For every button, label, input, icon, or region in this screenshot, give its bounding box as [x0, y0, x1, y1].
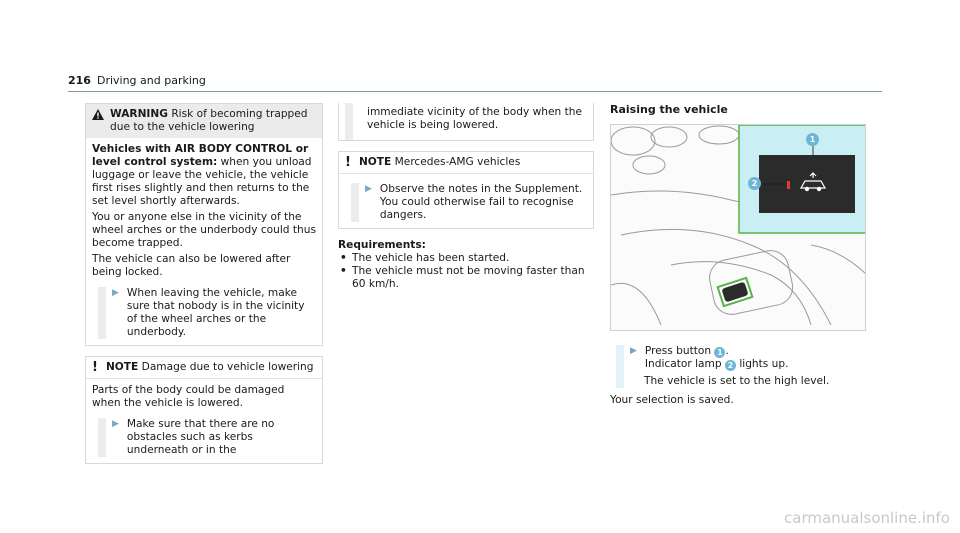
warning-header: WARNING Risk of becoming trapped due to …: [86, 104, 322, 138]
chapter-title: Driving and parking: [96, 74, 206, 87]
warning-step-text: When leaving the vehicle, make sure that…: [126, 287, 305, 338]
page-number: 216: [68, 74, 91, 87]
inline-callout-1: 1: [714, 347, 726, 358]
console-drawing: [611, 125, 865, 326]
requirement-item: • The vehicle must not be moving faster …: [340, 265, 594, 291]
bullet-icon: •: [340, 252, 347, 264]
warning-para-3: The vehicle can also be lowered after be…: [92, 253, 291, 278]
callout-1: 1: [806, 133, 819, 146]
note-exclamation-icon: !: [92, 360, 98, 375]
warning-heading: Risk of becoming trapped due to the vehi…: [110, 108, 308, 133]
note-header-amg: ! NOTE Mercedes-AMG vehicles: [339, 152, 593, 174]
note-step: ▶ Observe the notes in the Supplement. Y…: [351, 183, 587, 222]
column-right: Raising the vehicle: [610, 103, 866, 407]
arrow-icon: ▶: [630, 346, 637, 356]
requirements-title: Requirements:: [338, 239, 426, 251]
note-label: NOTE: [105, 361, 139, 373]
note-body: Parts of the body could be damaged when …: [92, 384, 285, 409]
inline-callout-2: 2: [724, 360, 736, 371]
raising-step: ▶ Press button 1. Indicator lamp 2 light…: [616, 345, 866, 371]
note-label: NOTE: [358, 156, 392, 168]
note-step: ▶ Make sure that there are no obstacles …: [98, 418, 316, 457]
arrow-icon: ▶: [365, 184, 372, 194]
note-step-text: Make sure that there are no obstacles su…: [126, 418, 275, 456]
note-box-amg: ! NOTE Mercedes-AMG vehicles ▶ Observe t…: [338, 151, 594, 229]
vehicle-level-icon: [799, 172, 827, 192]
requirement-text: The vehicle has been started.: [352, 252, 510, 264]
note-header-damage: ! NOTE Damage due to vehicle lowering: [86, 357, 322, 379]
raising-result: The vehicle is set to the high level.: [616, 371, 866, 388]
requirement-item: • The vehicle has been started.: [340, 252, 594, 265]
warning-triangle-icon: [92, 109, 104, 120]
bullet-icon: •: [340, 265, 347, 277]
warning-para-2: You or anyone else in the vicinity of th…: [92, 211, 316, 249]
warning-step: ▶ When leaving the vehicle, make sure th…: [98, 287, 316, 339]
note-box-damage-continued: immediate vicinity of the body when the …: [338, 103, 594, 141]
note-step-text: Observe the notes in the Supplement. You…: [379, 183, 583, 221]
warning-body: Vehicles with AIR BODY CONTROL or level …: [86, 138, 322, 345]
note-heading: Mercedes-AMG vehicles: [394, 156, 521, 168]
note-box-damage: ! NOTE Damage due to vehicle lowering Pa…: [85, 356, 323, 464]
callout-2: 2: [748, 177, 761, 190]
note-step-continued: immediate vicinity of the body when the …: [345, 103, 587, 140]
watermark: carmanualsonline.info: [784, 509, 950, 527]
center-console-illustration: 1 2: [610, 124, 866, 331]
raising-final-note: Your selection is saved.: [610, 394, 734, 406]
warning-box: WARNING Risk of becoming trapped due to …: [85, 103, 323, 346]
column-left: WARNING Risk of becoming trapped due to …: [85, 103, 323, 464]
section-title: Raising the vehicle: [610, 103, 728, 116]
note-heading: Damage due to vehicle lowering: [141, 361, 314, 373]
warning-lead-text: when you unload luggage or leave the veh…: [92, 156, 312, 207]
arrow-icon: ▶: [112, 419, 119, 429]
warning-lead-bold: Vehicles with AIR BODY CONTROL or level …: [92, 143, 309, 168]
note-exclamation-icon: !: [345, 155, 351, 170]
warning-label: WARNING: [110, 108, 168, 120]
arrow-icon: ▶: [112, 288, 119, 298]
requirement-text: The vehicle must not be moving faster th…: [352, 265, 585, 290]
column-middle: immediate vicinity of the body when the …: [338, 103, 594, 291]
page-header: 216 Driving and parking: [68, 74, 882, 92]
